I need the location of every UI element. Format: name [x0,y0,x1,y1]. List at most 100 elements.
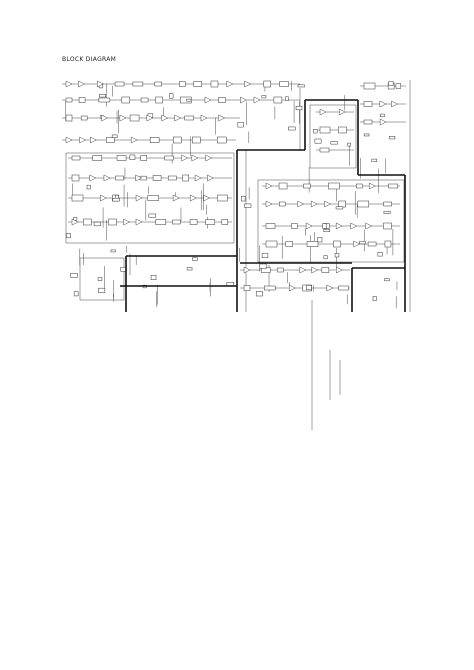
component-block [237,122,244,128]
circuit-block [71,155,81,161]
amplifier-symbol [71,218,79,226]
circuit-block [192,136,201,144]
amplifier-symbol [339,108,346,116]
circuit-block [367,241,377,247]
circuit-block [71,194,84,202]
circuit-block [218,97,226,103]
amplifier-symbol [244,80,252,88]
amplifier-symbol [207,174,214,182]
circuit-block [321,267,330,273]
circuit-block [65,97,73,103]
component-block [313,129,318,134]
amplifier-symbol [79,136,87,144]
component-block [186,267,193,271]
component-block [115,194,119,199]
amplifier-symbol [130,136,138,144]
amplifier-symbol [336,266,343,274]
component-block [323,229,330,232]
amplifier-symbols [65,80,398,292]
circuit-block [78,97,86,103]
circuit-block [164,155,174,161]
amplifier-symbol [161,114,169,122]
component-block [389,136,396,140]
amplifier-symbol [324,200,331,208]
amplifier-symbol [204,96,212,104]
component-block [150,275,157,280]
circuit-block [263,80,272,88]
circuit-block [149,137,160,143]
circuit-block [338,285,349,291]
circuit-block [363,82,376,90]
amplifier-symbol [265,182,273,190]
amplifier-symbol [135,194,143,202]
component-block [372,296,377,301]
component-block [99,94,107,98]
circuit-block [83,218,92,226]
circuit-block [319,126,331,134]
amplifier-symbol [191,154,199,162]
component-block [317,237,323,243]
component-block [192,257,198,261]
component-block [244,203,252,208]
circuit-block [147,195,159,201]
amplifier-symbol [353,240,361,248]
circuit-block [338,200,346,208]
circuit-block [106,137,115,143]
component-block [261,252,269,258]
amplifier-symbol [326,284,334,292]
circuit-block [140,97,149,103]
circuit-block [383,222,392,230]
component-block [359,240,366,245]
circuit-block [182,174,189,182]
circuit-block [363,101,373,107]
circuit-block [129,114,140,122]
amplifier-symbol [90,136,97,144]
circuit-block [278,182,288,190]
component-block [322,223,327,229]
circuit-block [303,183,311,189]
page-title: BLOCK DIAGRAM [62,56,117,63]
circuit-block [265,240,278,248]
circuit-blocks [65,80,402,301]
component-block [379,113,385,117]
amplifier-symbol [101,114,109,122]
circuit-block [217,194,228,202]
amplifier-symbol [100,194,107,202]
component-block [395,83,402,89]
component-block [241,195,246,202]
component-block [323,255,328,260]
amplifier-symbol [78,80,85,88]
amplifier-symbol [181,154,189,162]
amplifier-symbol [135,218,143,226]
amplifier-symbol [103,174,111,182]
circuit-block [132,81,144,87]
circuit-block [140,155,147,161]
amplifier-symbol [365,222,373,230]
circuit-block [108,218,117,226]
circuit-block [154,81,162,87]
amplifier-symbol [310,200,318,208]
amplifier-symbol [123,218,131,226]
circuit-block [277,267,284,273]
circuit-block [306,241,319,247]
circuit-block [319,147,330,153]
circuit-block [155,96,163,104]
component-block [97,277,103,281]
circuit-block [216,136,227,144]
sub-unit-outline [65,152,235,244]
amplifier-symbol [89,174,97,182]
component-block [335,206,344,210]
circuit-block [338,126,347,134]
component-block [111,134,118,138]
component-block [371,158,378,163]
circuit-block [114,81,125,87]
component-block [70,272,78,278]
component-block [295,106,303,111]
amplifier-symbol [350,222,358,230]
circuit-block [116,155,127,161]
circuit-block [328,182,340,190]
component-block [98,287,106,293]
circuit-block [279,81,289,87]
amplifier-symbol [194,174,202,182]
